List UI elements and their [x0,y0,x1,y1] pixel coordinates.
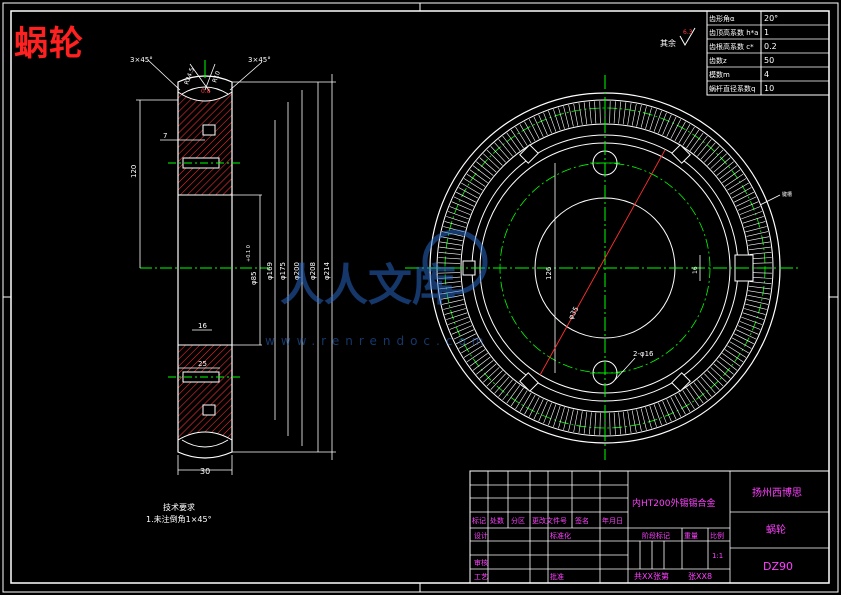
dia-214: φ214 [323,261,331,280]
row-qianming: 签名 [575,516,589,525]
org-label: 扬州西博思 [752,486,802,499]
drawing-title: 蜗轮 [14,24,84,64]
row-biaoji: 标记 [472,516,486,525]
label-biaozhunhua: 标准化 [550,531,571,540]
roughness-symbol: 其余 6.3 [660,27,696,48]
dia-200: φ200 [293,262,301,280]
row-chushu: 处数 [490,516,504,525]
param-label: 蜗杆直径系数q [709,84,755,93]
label-shenhe: 审核 [474,558,488,567]
label-sheji: 设计 [474,531,488,540]
dia-208: φ208 [309,262,317,280]
param-value: 20° [764,14,778,23]
watermark-url: www.renrendoc.com [265,334,489,348]
label-gongyi: 工艺 [474,573,488,581]
dim-25: 25 [198,360,207,368]
param-label: 模数m [709,70,730,79]
notes-line1: 1.未注倒角1×45° [146,514,212,524]
chamfer-right-label: 3×45° [248,56,271,64]
material-label: 内HT200外锡锡合金 [632,497,715,509]
param-label: 齿根高系数 c* [709,42,754,51]
param-label: 齿顶高系数 h*a [709,28,758,37]
radius-dim-2: R10 [211,70,222,84]
sheet-number: 张XX8 [688,572,712,581]
dia-175: φ175 [279,262,287,280]
front-holes-label: 2-φ16 [633,350,654,358]
row-date: 年月日 [602,516,623,525]
parameter-table: 齿形角α 20° 齿顶高系数 h*a 1 齿根高系数 c* 0.2 齿数z 50 模数m 4 蜗杆直… [706,10,830,96]
dim-120: 120 [130,165,138,178]
watermark-text: 人人文库 [280,260,456,311]
param-value: 50 [764,56,774,65]
dim-16: 16 [198,322,207,330]
front-dim-16: 16 [692,266,699,274]
chamfer-left-label: 3×45° [130,56,153,64]
side-view: 3×45° 3×45° R24.5 R10 0.8 7 120 16 25 30… [130,56,336,476]
scale-value: 1:1 [712,552,723,560]
border-ticks [3,3,838,592]
param-value: 1 [764,28,769,37]
radius-dim-1: R24.5 [183,67,196,86]
label-pizhun: 批准 [550,572,564,581]
param-value: 10 [764,84,774,93]
dia-169: φ169 [266,262,274,280]
dim-0-8: 0.8 [201,88,211,95]
svg-text:其余: 其余 [660,38,676,48]
label-zhongliang: 重量 [684,532,698,540]
label-bili: 比例 [710,531,724,540]
param-label: 齿数z [709,56,727,65]
label-jieduan: 阶段标记 [642,531,670,540]
front-dim-126: 126 [545,266,553,280]
title-block: 内HT200外锡锡合金 扬州西博思 蜗轮 DZ90 标记 处数 分区 更改文件号… [469,470,830,584]
dia-85-tolerance: +0.1 0 [246,245,252,262]
row-gengai: 更改文件号 [532,516,567,525]
sheet-count: 共XX张第 [634,571,669,581]
part-name-label: 蜗轮 [766,523,786,536]
dim-30: 30 [200,467,210,476]
svg-text:6.3: 6.3 [683,29,693,36]
param-label: 齿形角α [709,14,735,23]
dim-7: 7 [163,132,167,140]
param-value: 0.2 [764,42,777,51]
row-fenqu: 分区 [511,516,525,525]
front-dim-phi35: φ35 [567,305,581,321]
param-value: 4 [764,70,769,79]
front-view: 126 φ35 2-φ16 16 键槽 [405,75,800,460]
keyway-note: 键槽 [782,191,792,198]
notes-heading: 技术要求 [163,502,195,512]
watermark: 人人文库 www.renrendoc.com [265,229,489,348]
drawing-number: DZ90 [763,560,793,573]
dia-85: φ85 [250,271,258,285]
